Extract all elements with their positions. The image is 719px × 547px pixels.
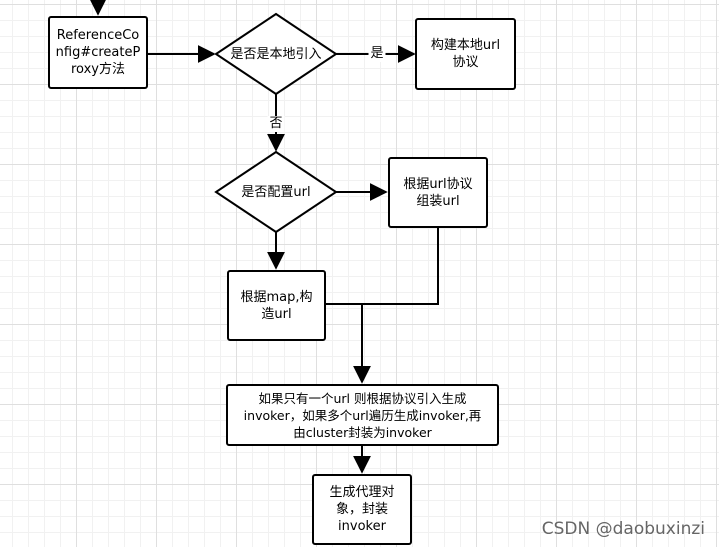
is-url-configured-label: 是否配置url <box>241 184 311 200</box>
node-text-line: invoker <box>338 519 386 534</box>
node-text-line: 如果只有一个url 则根据协议引入生成 <box>258 390 467 406</box>
edge-label-yes: 是 <box>368 46 386 62</box>
build-local-url-node: 构建本地url 协议 <box>415 18 516 90</box>
node-text-line: nfig#createP <box>55 45 141 60</box>
build-from-map-node: 根据map,构 造url <box>227 270 326 341</box>
is-local-label: 是否是本地引入 <box>230 46 322 62</box>
node-text-line: 根据map,构 <box>240 289 313 305</box>
node-text-line: 组装url <box>416 193 460 209</box>
assemble-url-node: 根据url协议 组装url <box>388 157 488 228</box>
node-text-line: 由cluster封装为invoker <box>293 424 432 440</box>
node-text-line: invoker，如果多个url遍历生成invoker,再 <box>243 407 482 423</box>
node-text-line: 象，封装 <box>335 502 388 517</box>
edge-label-no: 否 <box>267 116 285 132</box>
watermark: CSDN @daobuxinzi <box>541 519 705 539</box>
generate-invoker-node: 如果只有一个url 则根据协议引入生成 invoker，如果多个url遍历生成i… <box>226 384 499 446</box>
reference-config-node: ReferenceCo nfig#createP roxy方法 <box>48 16 148 89</box>
edge-assemble-to-merge <box>326 228 439 305</box>
node-text-line: ReferenceCo <box>56 28 140 43</box>
node-text-line: 构建本地url <box>430 38 501 53</box>
node-text-line: 根据url协议 <box>403 176 473 192</box>
node-text-line: 造url <box>261 306 292 322</box>
create-proxy-node: 生成代理对 象，封装 invoker <box>312 474 412 545</box>
node-text-line: roxy方法 <box>71 62 125 77</box>
node-text-line: 生成代理对 <box>329 485 395 500</box>
node-text-line: 协议 <box>452 55 479 70</box>
